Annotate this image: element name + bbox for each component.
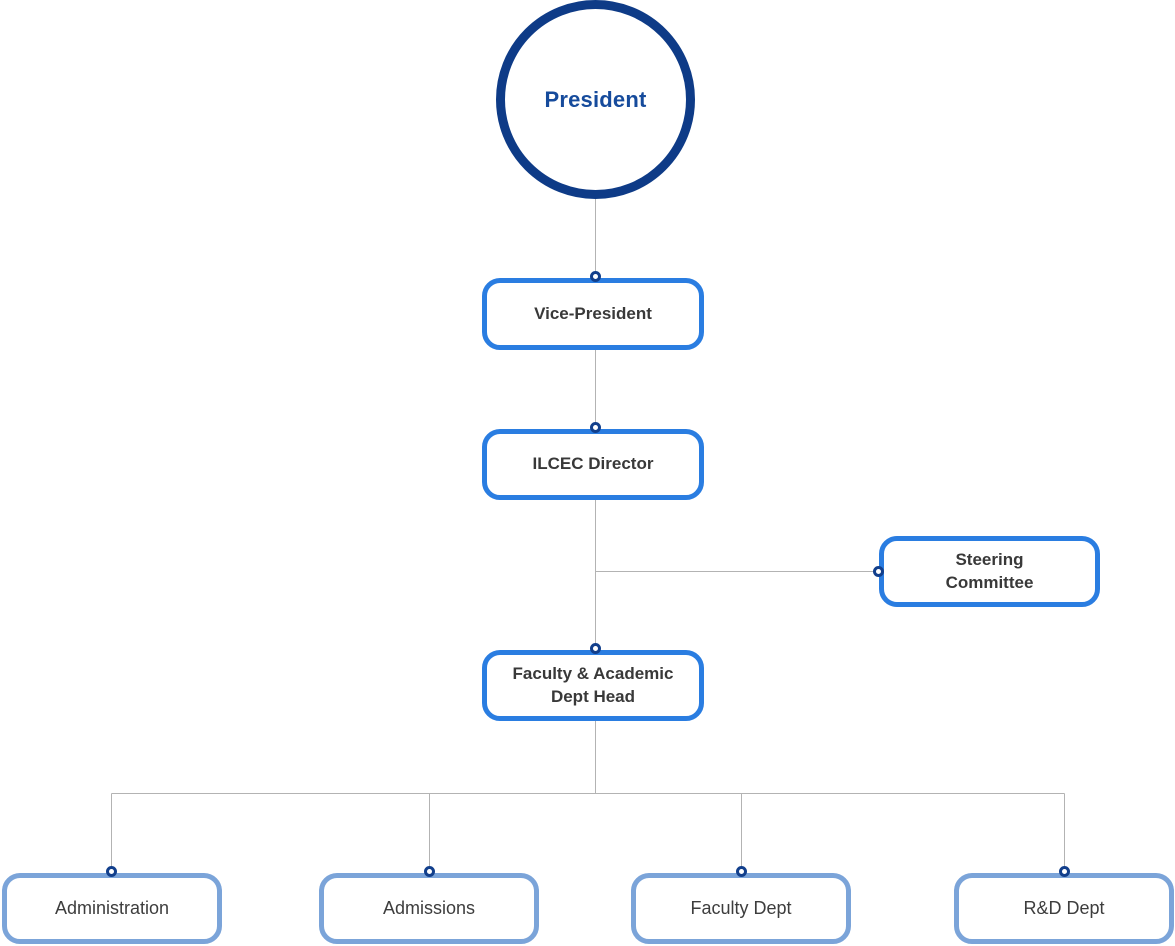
node-faculty-dept[interactable]: Faculty Dept xyxy=(631,873,851,944)
node-rd-dept-label: R&D Dept xyxy=(1023,897,1105,918)
node-rd-dept[interactable]: R&D Dept xyxy=(954,873,1174,944)
node-admissions[interactable]: Admissions xyxy=(319,873,539,944)
node-president[interactable]: President xyxy=(496,0,695,199)
node-faculty-dept-label: Faculty Dept xyxy=(690,897,792,918)
node-president-label: President xyxy=(544,86,647,112)
node-administration[interactable]: Administration xyxy=(2,873,222,944)
connector-dot-rd-dept xyxy=(1059,866,1070,877)
node-steering-committee-label: Steering Committee xyxy=(945,549,1034,592)
node-faculty-academic-dept-head[interactable]: Faculty & Academic Dept Head xyxy=(482,650,704,721)
node-steering-committee[interactable]: Steering Committee xyxy=(879,536,1100,607)
node-admissions-label: Admissions xyxy=(382,897,476,918)
node-vice-president[interactable]: Vice-President xyxy=(482,278,704,350)
node-faculty-academic-dept-head-label: Faculty & Academic Dept Head xyxy=(512,663,674,706)
connector-dot-vice-president xyxy=(590,271,601,282)
connector-dot-administration xyxy=(106,866,117,877)
connector-dot-faculty-academic-dept-head xyxy=(590,643,601,654)
connector-dot-faculty-dept xyxy=(736,866,747,877)
node-administration-label: Administration xyxy=(54,897,170,918)
node-ilcec-director[interactable]: ILCEC Director xyxy=(482,429,704,500)
connector-dot-ilcec-director xyxy=(590,422,601,433)
node-vice-president-label: Vice-President xyxy=(534,303,652,323)
connector-dot-admissions xyxy=(424,866,435,877)
node-ilcec-director-label: ILCEC Director xyxy=(532,454,654,474)
connector-dot-steering-committee xyxy=(873,566,884,577)
